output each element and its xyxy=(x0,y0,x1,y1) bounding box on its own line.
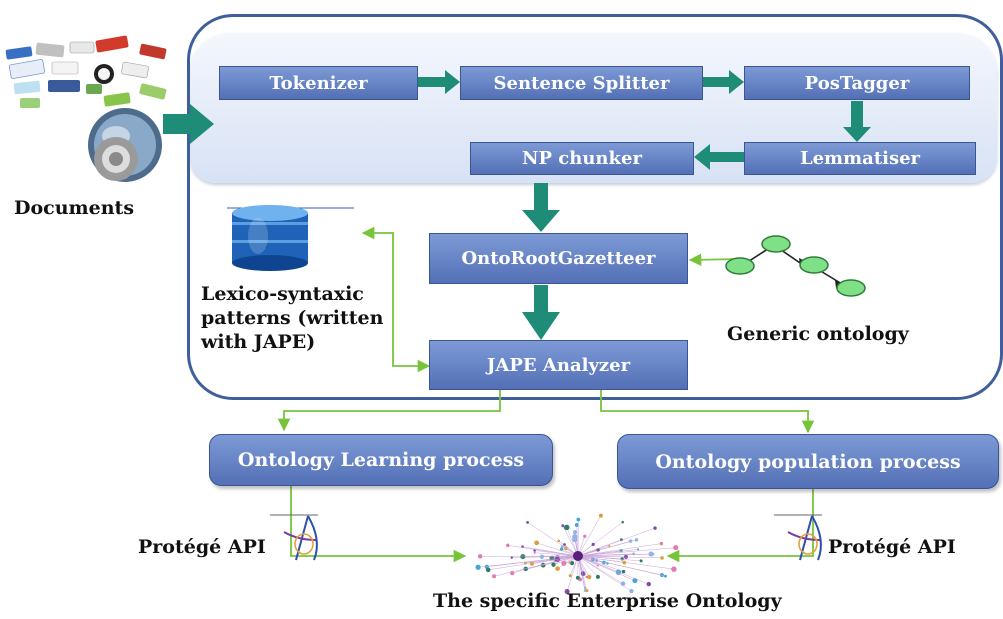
ontology-population-box: Ontology population process xyxy=(617,434,999,489)
arrow-split-pos xyxy=(702,70,744,94)
tokenizer-box: Tokenizer xyxy=(219,66,418,100)
lexico-line-2: patterns (written xyxy=(201,307,384,329)
generic-ontology-label: Generic ontology xyxy=(727,323,909,345)
connector-jape-learning xyxy=(277,390,501,432)
protege-logo-icon xyxy=(774,514,822,561)
arrow-lemma-np xyxy=(694,144,744,170)
connector-learning-enterprise xyxy=(290,486,467,563)
arrow-np-gaz xyxy=(522,183,560,232)
lexico-line-3: with JAPE) xyxy=(201,331,316,353)
jape-analyzer-box: JAPE Analyzer xyxy=(429,340,688,390)
connector-jape-population xyxy=(600,390,815,434)
enterprise-ontology-label: The specific Enterprise Ontology xyxy=(433,590,782,612)
postagger-box: PosTagger xyxy=(744,66,970,100)
network-graph-icon xyxy=(475,513,679,595)
connector-ontology-gaz xyxy=(688,253,739,267)
ontorootgazetteer-box: OntoRootGazetteer xyxy=(429,233,688,284)
np-chunker-box: NP chunker xyxy=(470,142,694,175)
connector-jape-db xyxy=(361,226,431,373)
documents-collage-icon xyxy=(5,35,167,182)
lemmatiser-box: Lemmatiser xyxy=(744,142,976,175)
protege-api-right-label: Protégé API xyxy=(828,536,956,558)
lexico-syntaxic-label: Lexico-syntaxic patterns (written with J… xyxy=(201,282,383,354)
sentence-splitter-box: Sentence Splitter xyxy=(460,66,703,100)
connector-population-enterprise xyxy=(666,489,814,563)
documents-label: Documents xyxy=(14,197,135,219)
database-icon xyxy=(227,205,354,271)
protege-logo-icon xyxy=(270,514,318,561)
lexico-line-1: Lexico-syntaxic xyxy=(201,283,364,305)
arrow-gaz-jape xyxy=(522,285,560,340)
ontology-graph-icon xyxy=(725,235,866,297)
arrow-pos-lemma xyxy=(843,101,871,142)
ontology-learning-box: Ontology Learning process xyxy=(209,434,553,486)
arrow-tok-split xyxy=(417,70,460,94)
documents-arrow xyxy=(163,104,214,144)
protege-api-left-label: Protégé API xyxy=(138,536,266,558)
